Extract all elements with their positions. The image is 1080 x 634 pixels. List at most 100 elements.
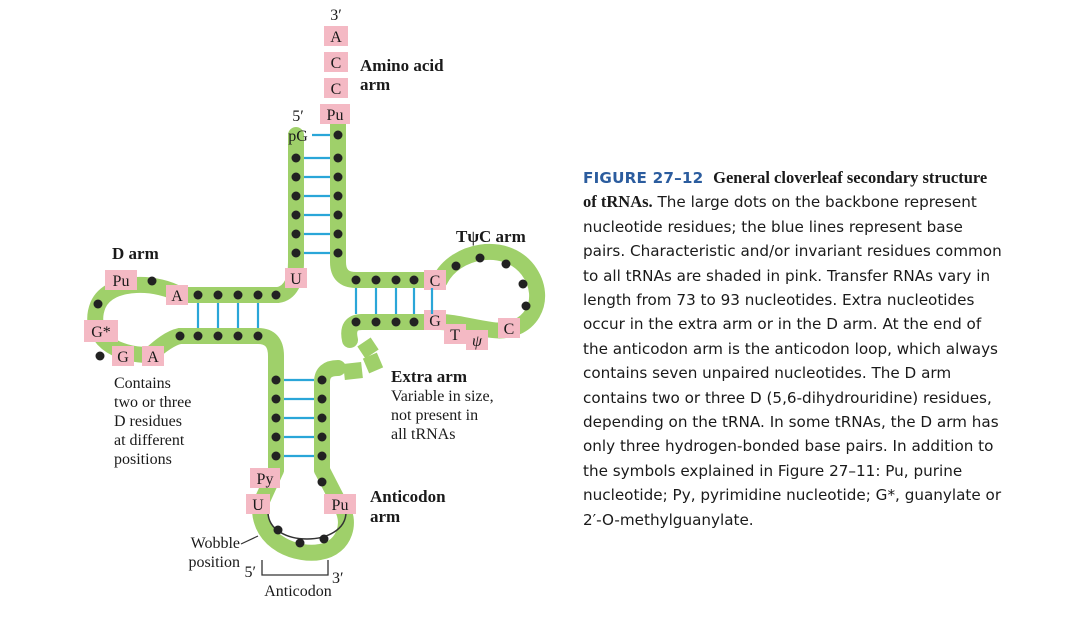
nucleotide-dot — [391, 317, 401, 327]
nucleotide-dot — [93, 299, 103, 309]
amino-acid-arm-title-line1: Amino acid — [360, 56, 444, 75]
extra-arm-note-line3: all tRNAs — [391, 426, 455, 443]
d-arm-title: D arm — [112, 244, 159, 263]
nucleotide-dot — [213, 331, 223, 341]
nucleotide-dot — [319, 534, 329, 544]
g-d-loop-residue: G — [117, 349, 129, 366]
nucleotide-dot — [271, 451, 281, 461]
nucleotide-dot — [271, 413, 281, 423]
nucleotide-dot — [147, 276, 157, 286]
five-prime-end-label: 5′ — [292, 108, 304, 125]
nucleotide-dot — [391, 275, 401, 285]
nucleotide-dot — [291, 172, 301, 182]
nucleotide-dot — [95, 351, 105, 361]
tpsic-g-residue: G — [429, 313, 441, 330]
figure-number: FIGURE 27–12 — [583, 169, 704, 187]
c-loop-residue: C — [504, 321, 515, 338]
nucleotide-dot — [271, 290, 281, 300]
psi-loop-residue: ψ — [472, 333, 483, 350]
nucleotide-dot — [317, 413, 327, 423]
pg-label: pG — [288, 128, 308, 145]
pu-anticodon-residue: Pu — [332, 497, 349, 514]
nucleotide-dot — [295, 538, 305, 548]
wobble-note-line1: Wobble — [191, 535, 240, 552]
nucleotide-dot — [371, 275, 381, 285]
g-star-box — [84, 320, 118, 342]
nucleotide-dot — [271, 394, 281, 404]
acceptor-base-a: A — [330, 29, 342, 46]
nucleotide-dot — [273, 525, 283, 535]
nucleotide-dot — [333, 172, 343, 182]
acceptor-box-pu — [320, 104, 350, 124]
anticodon-loop-bracket-arc — [267, 511, 347, 540]
a-d-loop-box — [142, 346, 164, 366]
pu-anticodon-box — [324, 494, 356, 514]
nucleotide-dot — [409, 317, 419, 327]
c-loop-box — [498, 318, 520, 338]
tpsic-arm-title: TψC arm — [456, 227, 526, 246]
nucleotide-dot — [233, 290, 243, 300]
u-stem-box — [285, 268, 307, 288]
d-residues-note-line4: at different — [114, 432, 185, 449]
a-d-loop-residue: A — [147, 349, 159, 366]
nucleotide-dot — [317, 394, 327, 404]
pink-boxes — [84, 26, 520, 514]
wobble-note-line2: position — [188, 554, 240, 571]
nucleotide-dot — [213, 290, 223, 300]
nucleotide-dot — [333, 210, 343, 220]
g-star-residue: G* — [91, 324, 111, 341]
nucleotide-dot — [271, 375, 281, 385]
u-anticodon-residue: U — [252, 497, 264, 514]
t-loop-box — [444, 324, 466, 344]
backbone-d-bottom-strand — [172, 328, 284, 478]
nucleotide-dot — [291, 229, 301, 239]
figure-body: The large dots on the backbone represent… — [583, 193, 1002, 529]
nucleotide-dot — [233, 331, 243, 341]
nucleotide-dot — [291, 248, 301, 258]
anticodon-5prime-label: 5′ — [245, 564, 257, 581]
anticodon-arm-title-line1: Anticodon — [370, 487, 446, 506]
acceptor-box-c2 — [324, 78, 348, 98]
anticodon-arm-title-line2: arm — [370, 507, 400, 526]
nucleotide-dot — [501, 259, 511, 269]
nucleotide-dot — [351, 275, 361, 285]
nucleotide-dot — [271, 432, 281, 442]
nucleotide-dot — [409, 275, 419, 285]
anticodon-label: Anticodon — [264, 583, 332, 600]
nucleotide-dot — [193, 290, 203, 300]
tpsic-g-box — [424, 310, 446, 330]
extra-arm-dashes — [343, 337, 384, 380]
extra-arm-title: Extra arm — [391, 367, 467, 386]
nucleotide-dot — [291, 153, 301, 163]
tpsic-c-box — [424, 270, 446, 290]
nucleotide-dot — [475, 253, 485, 263]
nucleotide-dot — [333, 153, 343, 163]
nucleotide-dot — [333, 248, 343, 258]
three-prime-end-label: 3′ — [330, 7, 342, 24]
t-loop-residue: T — [450, 327, 460, 344]
acceptor-box-a — [324, 26, 348, 46]
d-residues-note-line2: two or three — [114, 394, 191, 411]
pu-d-loop-residue: Pu — [113, 273, 130, 290]
py-anticodon-residue: Py — [257, 471, 274, 488]
d-residues-note-line3: D residues — [114, 413, 182, 430]
g-d-loop-box — [112, 346, 134, 366]
nucleotide-dot — [291, 210, 301, 220]
base-pairs — [196, 133, 434, 458]
nucleotide-dot — [451, 261, 461, 271]
nucleotide-dot — [333, 191, 343, 201]
nucleotide-dot — [317, 432, 327, 442]
anticodon-3prime-label: 3′ — [332, 570, 344, 587]
acceptor-base-pu: Pu — [327, 107, 344, 124]
backbone-acceptor-3prime-strand — [330, 110, 448, 288]
nucleotide-dot — [291, 191, 301, 201]
extra-arm-note-line2: not present in — [391, 407, 478, 424]
nucleotide-dot — [175, 331, 185, 341]
nucleotide-dot — [521, 301, 531, 311]
anticodon-bracket — [261, 560, 329, 576]
nucleotide-dot — [317, 375, 327, 385]
wobble-pointer-line — [240, 535, 259, 545]
d-residues-note-line1: Contains — [114, 375, 171, 392]
backbone-tpsic-bottom-strand — [341, 314, 448, 348]
